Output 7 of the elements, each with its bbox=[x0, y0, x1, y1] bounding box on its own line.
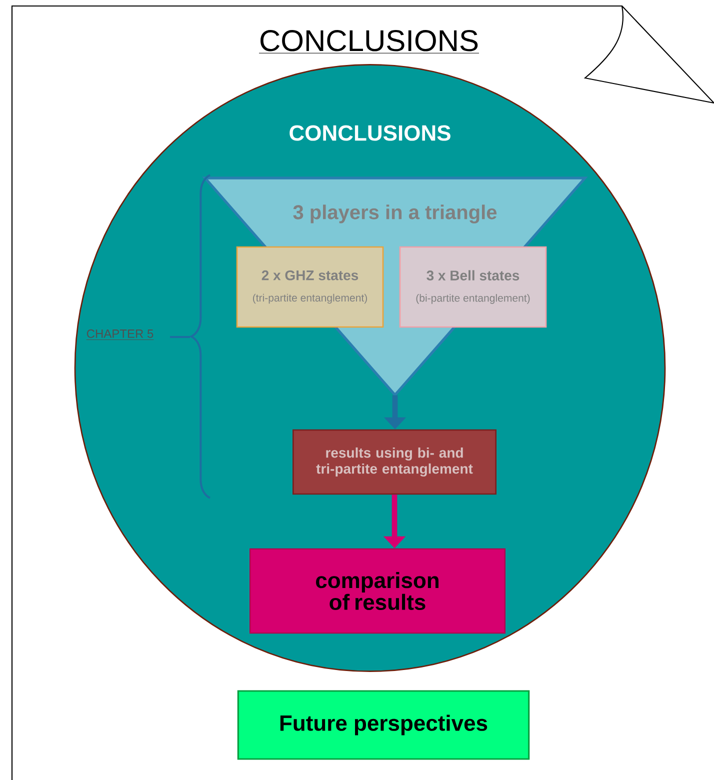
result-box: results using bi- and tri-partite entanglement bbox=[292, 429, 496, 495]
process-box: Future perspectives bbox=[237, 690, 530, 760]
title: CONCLUSIONS bbox=[258, 30, 480, 54]
state-box: 3 x Bell states (bi-partite entanglement) bbox=[399, 246, 547, 328]
state-box: 2 x GHZ states (tri-partite entanglement) bbox=[236, 246, 384, 328]
chapter-label: CHAPTER 5 bbox=[86, 329, 154, 340]
process-box: comparison of results bbox=[250, 548, 506, 634]
